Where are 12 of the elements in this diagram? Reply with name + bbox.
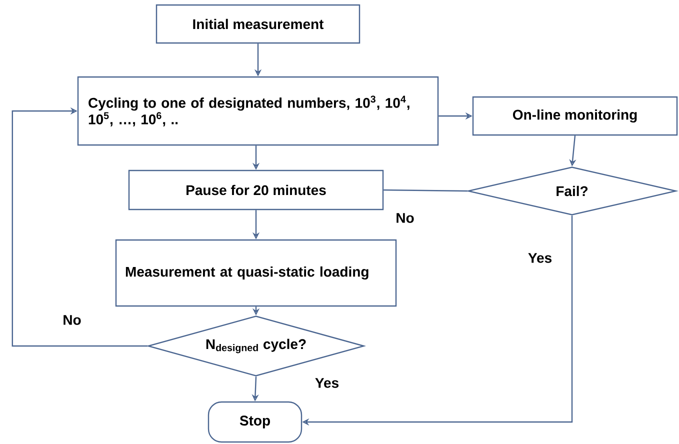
terminal-box: Stop [208,401,302,443]
edge-label: No [394,212,416,224]
edge-label: Yes [314,377,340,389]
process-box: Measurement at quasi-static loading [115,239,397,307]
edge-label: Yes [526,252,554,264]
arrow [12,107,148,347]
process-box: On-line monitoring [472,96,678,136]
process-box: Pause for 20 minutes [128,170,384,210]
process-box: Cycling to one of designated numbers, 10$^{3}$, 10$^{4}$, 10$^{5}$, …, 10$^{6}$, .. [77,76,439,146]
process-box: Initial measurement [156,4,360,44]
edge-label: No [62,314,82,326]
connector-line [384,189,468,192]
